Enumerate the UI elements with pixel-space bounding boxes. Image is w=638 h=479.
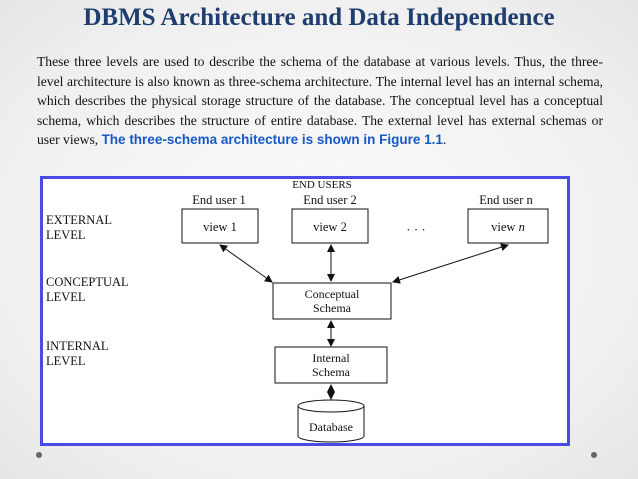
paragraph-text: These three levels are used to describe … bbox=[37, 54, 603, 148]
view-label-2: view 2 bbox=[313, 220, 347, 234]
arrow-viewn-conceptual bbox=[392, 243, 509, 284]
ellipsis: · · · bbox=[406, 222, 426, 237]
database-cylinder bbox=[297, 399, 365, 443]
architecture-diagram: END USERS End user 1 End user 2 End user… bbox=[46, 179, 549, 443]
view-box-1 bbox=[181, 208, 259, 244]
view-label-n: view n bbox=[491, 220, 525, 234]
view-box-2 bbox=[291, 208, 369, 244]
arrow-view1-conceptual bbox=[219, 244, 273, 283]
user-label-n: End user n bbox=[479, 193, 533, 207]
conceptual-schema-box bbox=[272, 282, 392, 320]
view-box-n bbox=[467, 208, 549, 244]
internal-schema-box bbox=[274, 346, 388, 384]
figure-reference: The three-schema architecture is shown i… bbox=[101, 132, 443, 148]
paragraph-end: . bbox=[442, 132, 447, 148]
end-users-label: END USERS bbox=[292, 179, 352, 191]
user-label-1: End user 1 bbox=[192, 193, 245, 207]
body-paragraph: These three levels are used to describe … bbox=[37, 52, 603, 150]
view-label-1: view 1 bbox=[203, 220, 237, 234]
slide-title: DBMS Architecture and Data Independence bbox=[83, 4, 555, 31]
user-label-2: End user 2 bbox=[303, 193, 356, 207]
figure-frame: END USERS End user 1 End user 2 End user… bbox=[40, 176, 570, 446]
bottom-right-dot bbox=[591, 452, 597, 458]
database-label: Database bbox=[309, 420, 353, 434]
bottom-left-dot bbox=[36, 452, 42, 458]
